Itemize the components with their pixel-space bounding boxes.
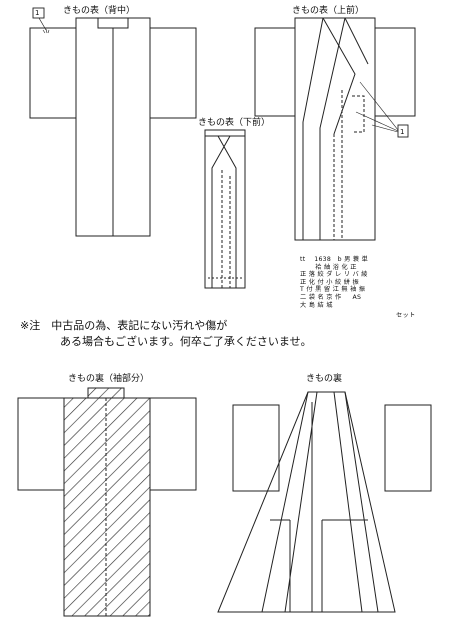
- label-front-lower-view: きもの表（下前）: [198, 118, 271, 128]
- kimono-front-lower-drawing: [204, 129, 246, 289]
- kimono-back-drawing: [29, 17, 197, 237]
- label-lining-sleeves-view: きもの裏（袖部分）: [68, 374, 150, 384]
- kimono-lining-sleeves-drawing: [17, 387, 197, 617]
- kimono-front-upper-drawing: [254, 17, 416, 241]
- spec-row-7: 大 島 結 城: [300, 301, 333, 309]
- spec-table: tt 1638 b 男 蓑 単 袷 紬 浴 化 正 正 落 絞 ダ レ リ バ …: [300, 256, 368, 309]
- spec-row-3: 正 落 絞 ダ レ リ バ 綾: [300, 271, 368, 279]
- notice-line-2: ある場合もございます。何卒ご了承くださいませ。: [60, 335, 312, 348]
- label-lining-view: きもの裏: [306, 374, 343, 384]
- spec-row-2: 袷 紬 浴 化 正: [300, 263, 357, 271]
- stain-marker-back: [32, 7, 50, 34]
- stain-marker-front: [355, 81, 409, 138]
- label-back-view: きもの表（背中）: [63, 6, 136, 16]
- spec-row-6: 二 袋 名 京 作 AS: [300, 293, 362, 301]
- label-front-upper-view: きもの表（上前）: [292, 6, 365, 16]
- kimono-lining-drawing: [217, 391, 432, 613]
- spec-row-5: T 付 黒 留 江 無 袖 振: [300, 286, 366, 294]
- spec-row-4: 正 化 付 小 絞 絣 振: [300, 278, 360, 286]
- spec-row-1: tt 1638 b 男 蓑 単: [300, 256, 369, 263]
- marker-number-front: 1: [400, 128, 405, 136]
- spec-table-footer: セット: [396, 312, 416, 319]
- notice-line-1: ※注 中古品の為、表記にない汚れや傷が: [20, 319, 228, 332]
- marker-number-back: 1: [35, 9, 40, 17]
